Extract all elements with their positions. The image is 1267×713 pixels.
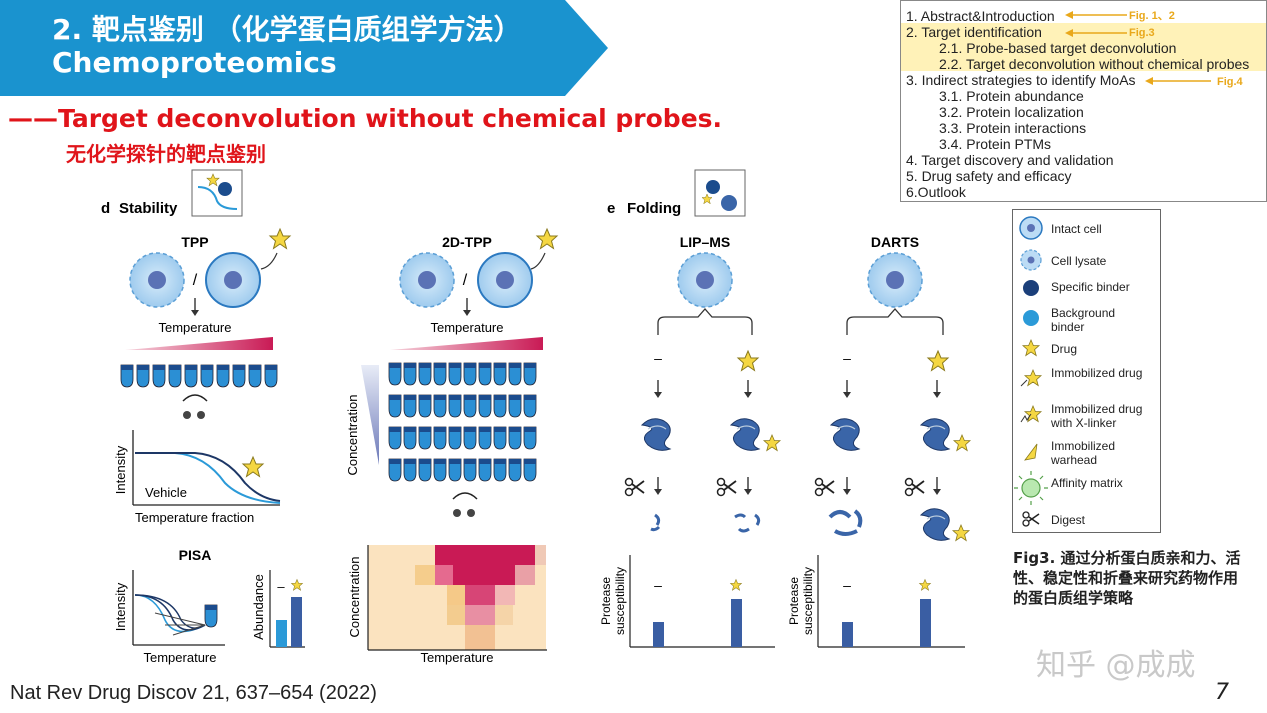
legend-item: Affinity matrix xyxy=(1051,476,1123,490)
2d-tpp-tube-grid xyxy=(388,362,537,482)
toc-item: 3.3. Protein interactions xyxy=(939,120,1087,136)
banner-arrow-shape xyxy=(0,0,608,96)
legend-item: Immobilized drug with X-linker xyxy=(1051,402,1143,430)
toc-item: 5. Drug safety and efficacy xyxy=(906,168,1072,184)
darts-protease-label-2: susceptibility xyxy=(801,567,815,635)
figure-legend: Intact cell Cell lysate Specific binder … xyxy=(1012,209,1161,533)
legend-item: Drug xyxy=(1051,342,1078,356)
darts-bar-minus: – xyxy=(843,577,851,593)
toc-item: 1. Abstract&Introduction xyxy=(906,8,1055,24)
2d-tpp-label: 2D-TPP xyxy=(442,234,492,250)
background-binder-icon xyxy=(1023,310,1039,326)
tpp-label: TPP xyxy=(181,234,208,250)
figure-caption: Fig3. 通过分析蛋白质亲和力、活性、稳定性和折叠来研究药物作用的蛋白质组学策… xyxy=(1013,549,1241,607)
toc-highlight xyxy=(901,23,1266,71)
digest-icon xyxy=(1022,511,1040,527)
specific-binder-icon xyxy=(1023,280,1039,296)
abundance-bar-drug xyxy=(291,597,302,647)
lip-ms-minus: – xyxy=(654,350,662,366)
toc-item: 3.4. Protein PTMs xyxy=(939,136,1052,152)
folding-icon xyxy=(694,169,746,217)
tpp-tubes xyxy=(120,364,278,388)
tpp-intensity-label: Intensity xyxy=(113,445,128,494)
darts-protease-label-1: Protease xyxy=(787,577,801,625)
legend-item: Intact cell xyxy=(1051,222,1102,236)
table-of-contents: 1. Abstract&Introduction 2. Target ident… xyxy=(900,0,1267,202)
2d-tpp-heatmap xyxy=(368,545,546,650)
legend-item: Immobilized drug xyxy=(1051,366,1143,380)
toc-item: 4. Target discovery and validation xyxy=(906,152,1114,168)
toc-item: 3.2. Protein localization xyxy=(939,104,1084,120)
heatmap-concentration-label: Concentration xyxy=(347,557,362,638)
protease-label-1: Protease xyxy=(599,577,613,625)
toc-note: Fig.4 xyxy=(1217,76,1243,88)
immobilized-drug-icon xyxy=(1024,369,1042,387)
darts-label: DARTS xyxy=(871,234,919,250)
toc-arrows xyxy=(1065,11,1127,37)
temperature-fraction-label: Temperature fraction xyxy=(135,510,254,525)
toc-item: 3. Indirect strategies to identify MoAs xyxy=(906,72,1136,88)
page-title: 2. 靶点鉴别 （化学蛋白质组学方法） xyxy=(52,13,522,46)
2d-tpp-concentration-label: Concentration xyxy=(345,395,360,476)
pisa-intensity-label: Intensity xyxy=(113,582,128,631)
legend-item: Cell lysate xyxy=(1051,254,1107,268)
vehicle-label: Vehicle xyxy=(145,485,187,500)
toc-item: 2. Target identification xyxy=(906,24,1042,40)
affinity-matrix-icon xyxy=(1021,478,1041,498)
2d-tpp-slash: / xyxy=(463,272,468,289)
drug-icon xyxy=(1022,339,1040,357)
panel-e-letter: e xyxy=(607,200,615,217)
legend-item: Specific binder xyxy=(1051,280,1130,294)
darts-bar-vehicle xyxy=(842,622,853,647)
abundance-label: Abundance xyxy=(251,574,266,640)
lip-ms-label: LIP–MS xyxy=(680,234,731,250)
section-subtitle-zh: 无化学探针的靶点鉴别 xyxy=(66,142,266,166)
pisa-minus: – xyxy=(277,579,285,594)
panel-d-letter: d xyxy=(101,200,110,217)
chemoproteomics-figure: d Stability e Folding TPP / Temperature … xyxy=(101,169,971,665)
toc-item: 2.2. Target deconvolution without chemic… xyxy=(939,56,1250,72)
pisa-label: PISA xyxy=(179,547,212,563)
section-subtitle-en: ——Target deconvolution without chemical … xyxy=(8,104,723,133)
title-banner: 2. 靶点鉴别 （化学蛋白质组学方法） Chemoproteomics xyxy=(0,0,610,100)
heatmap-temperature-label: Temperature xyxy=(421,650,494,665)
lip-ms-bar-drug xyxy=(731,599,742,647)
immobilized-warhead-icon xyxy=(1024,443,1038,461)
toc-item: 3.1. Protein abundance xyxy=(939,88,1084,104)
tpp-slash: / xyxy=(193,272,198,289)
page-title-en: Chemoproteomics xyxy=(52,46,337,79)
toc-arrow-fig4 xyxy=(1145,77,1211,85)
watermark: 知乎 @成成 xyxy=(1036,648,1196,683)
pisa-temperature-label: Temperature xyxy=(144,650,217,665)
panel-d-title: Stability xyxy=(119,200,178,217)
darts-bar-drug xyxy=(920,599,931,647)
toc-item: 2.1. Probe-based target deconvolution xyxy=(939,40,1177,56)
2d-tpp-temperature-label: Temperature xyxy=(431,320,504,335)
protease-label-2: susceptibility xyxy=(613,567,627,635)
reference-citation: Nat Rev Drug Discov 21, 637–654 (2022) xyxy=(10,682,377,704)
legend-icons xyxy=(1014,216,1048,527)
legend-item: Immobilized warhead xyxy=(1051,439,1116,467)
toc-note: Fig. 1、2 xyxy=(1129,10,1175,22)
legend-item: Digest xyxy=(1051,513,1086,527)
toc-note: Fig.3 xyxy=(1129,27,1155,39)
panel-e-title: Folding xyxy=(627,200,681,217)
tpp-temperature-label: Temperature xyxy=(159,320,232,335)
lip-ms-bar-minus: – xyxy=(654,577,662,593)
legend-item: Background binder xyxy=(1051,306,1116,334)
toc-item: 6.Outlook xyxy=(906,184,966,200)
darts-minus: – xyxy=(843,350,851,366)
page-number: 7 xyxy=(1215,680,1229,705)
lip-ms-bar-vehicle xyxy=(653,622,664,647)
abundance-bar-vehicle xyxy=(276,620,287,647)
